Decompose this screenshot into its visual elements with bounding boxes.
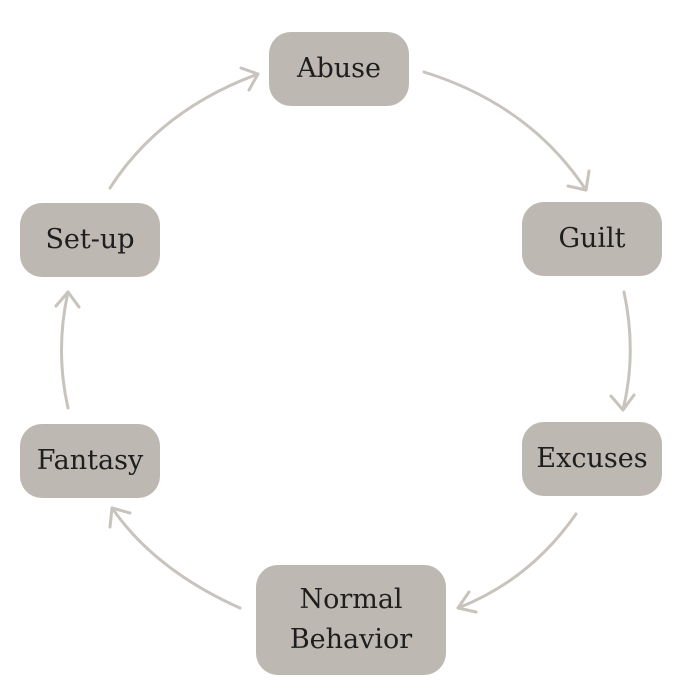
arrow-normal-to-fantasy <box>110 506 242 610</box>
node-fantasy: Fantasy <box>20 424 160 498</box>
arrowhead-fantasy <box>108 506 132 529</box>
arrow-excuses-to-normal <box>456 512 578 610</box>
node-guilt-label: Guilt <box>558 223 626 254</box>
arrow-guilt-to-excuses <box>621 290 632 412</box>
arrowhead-guilt <box>566 169 591 192</box>
arrowhead-abuse <box>239 66 260 92</box>
node-guilt: Guilt <box>522 202 662 276</box>
node-setup: Set-up <box>20 203 160 277</box>
node-abuse: Abuse <box>269 32 409 106</box>
node-excuses: Excuses <box>522 422 662 496</box>
node-normal-behavior-label-line1: Normal <box>299 584 403 615</box>
node-abuse-label: Abuse <box>296 53 381 84</box>
arrowhead-excuses <box>609 393 636 412</box>
arrowhead-setup <box>54 290 81 309</box>
node-fantasy-label: Fantasy <box>36 445 144 476</box>
node-excuses-label: Excuses <box>536 443 648 474</box>
arrow-abuse-to-guilt <box>422 70 588 192</box>
node-setup-label: Set-up <box>45 224 135 255</box>
node-normal-behavior: Normal Behavior <box>256 565 446 675</box>
arrow-fantasy-to-setup <box>60 290 70 410</box>
arrow-setup-to-abuse <box>108 72 260 190</box>
arrowhead-normal <box>456 590 478 614</box>
node-normal-behavior-label-line2: Behavior <box>289 624 413 655</box>
